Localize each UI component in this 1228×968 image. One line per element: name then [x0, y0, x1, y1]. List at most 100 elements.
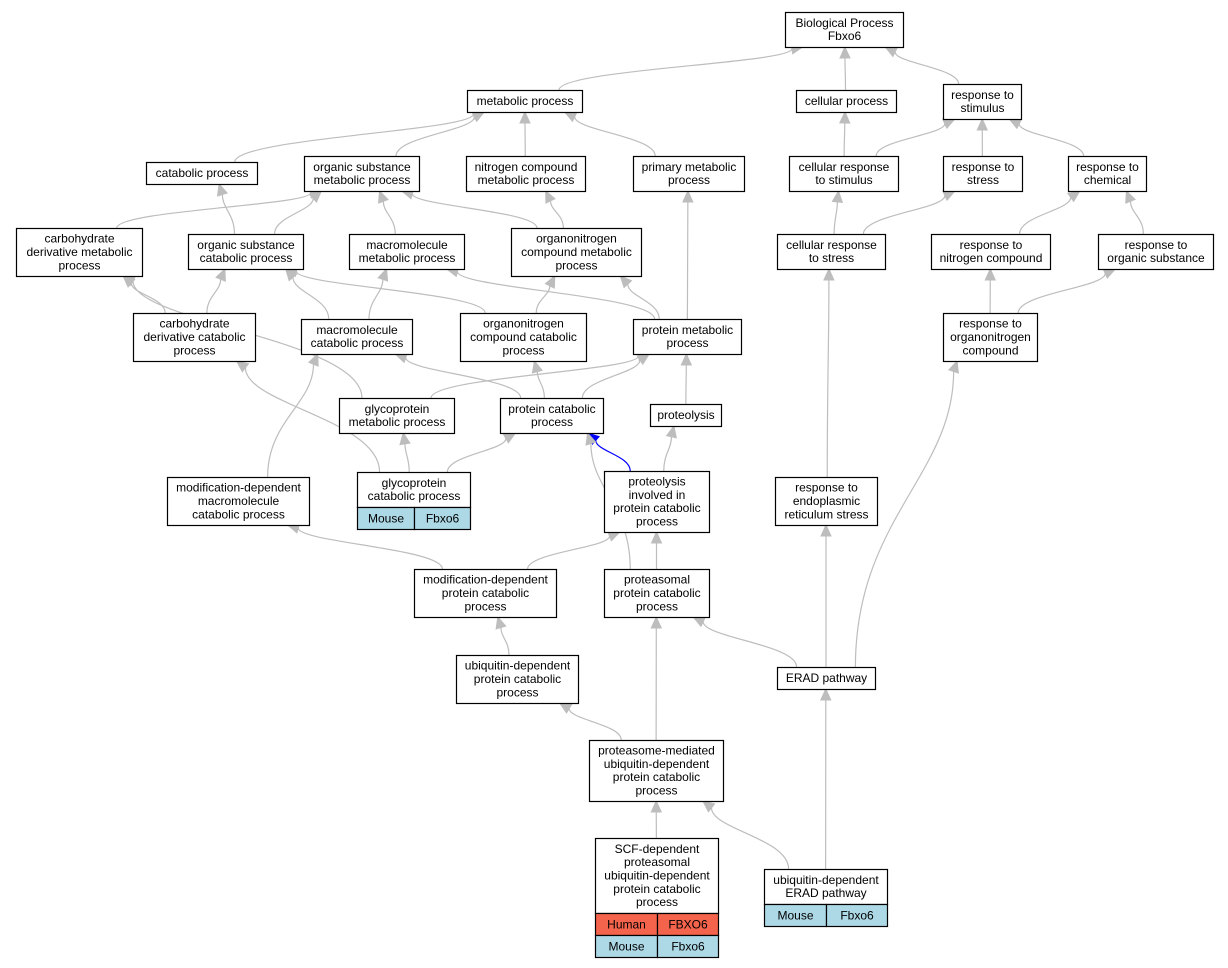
term-label-line: process — [636, 514, 678, 528]
term-box — [1067, 155, 1148, 193]
term-box — [459, 312, 588, 363]
term-box — [348, 233, 466, 271]
term-box — [784, 11, 905, 49]
term-label-line: organonitrogen — [483, 317, 564, 331]
term-label-line: Fbxo6 — [828, 29, 862, 43]
term-box — [774, 476, 879, 527]
gene-cell — [413, 506, 472, 531]
term-label-line: proteolysis — [657, 408, 714, 422]
term-box — [788, 155, 900, 193]
term-label-line: macromolecule — [366, 238, 448, 252]
go-term-scf_dep[interactable]: SCF-dependentproteasomalubiquitin-depend… — [594, 837, 720, 959]
term-box — [15, 227, 144, 278]
term-label-line: glycoprotein — [365, 402, 430, 416]
term-label-line: metabolic process — [349, 415, 446, 429]
term-label-line: catabolic process — [156, 166, 249, 180]
gene-cell — [825, 903, 889, 928]
term-box — [795, 89, 898, 114]
edge-resp_er_stress-to-cell_resp_stress — [823, 267, 835, 478]
term-box — [942, 312, 1039, 363]
edge-ubq_dep_erad-to-erad — [820, 687, 832, 870]
go-term-proteolysis[interactable]: proteolysis — [649, 403, 723, 428]
term-box — [632, 155, 746, 193]
term-label-line: protein catabolic — [508, 402, 595, 416]
term-label-line: protein catabolic — [442, 586, 529, 600]
edge-orgnitro_met-to-nitro_met — [545, 189, 564, 229]
term-label-line: primary metabolic — [642, 160, 737, 174]
edge-resp_stim-to-bp — [884, 46, 960, 85]
term-label-line: proteasomal — [624, 855, 690, 869]
go-term-catabolic[interactable]: catabolic process — [145, 161, 259, 186]
term-label-line: organonitrogen — [536, 232, 617, 246]
edge-cell_resp_stim-to-resp_stim — [875, 118, 956, 157]
term-box — [300, 318, 414, 356]
term-label-line: glycoprotein — [382, 476, 447, 490]
term-label-line: to stimulus — [815, 173, 872, 187]
go-term-mod_dep_macro[interactable]: modification-dependentmacromoleculecatab… — [166, 476, 311, 527]
gene-label: FBXO6 — [668, 918, 708, 932]
term-label-line: nitrogen compound — [940, 251, 1043, 265]
term-box — [942, 83, 1023, 121]
term-label-line: protein catabolic — [613, 882, 700, 896]
edge-macro_cat-to-macro_met — [368, 267, 389, 320]
term-label-line: process — [666, 336, 708, 350]
term-label-line: macromolecule — [198, 494, 280, 508]
term-label-line: organic substance — [197, 238, 295, 252]
edge-proteolysis_inv-to-proteolysis — [663, 424, 678, 472]
term-label-line: response to — [1076, 160, 1139, 174]
go-term-prot_med_ubq[interactable]: proteasome-mediatedubiquitin-dependentpr… — [588, 739, 725, 803]
term-box — [413, 568, 558, 619]
go-term-erad[interactable]: ERAD pathway — [776, 666, 877, 691]
edge-erad-to-proteasomal — [692, 616, 798, 668]
term-label-line: protein catabolic — [613, 770, 700, 784]
term-label-line: chemical — [1084, 173, 1131, 187]
term-box — [594, 837, 720, 915]
term-label-line: cellular process — [805, 94, 888, 108]
term-label-line: derivative catabolic — [143, 330, 245, 344]
edge-glycoprot_cat-to-glycoprot_met — [399, 431, 411, 473]
species-label: Human — [607, 918, 646, 932]
term-label-line: process — [531, 415, 573, 429]
edge-org_sub_cat-to-catabolic — [216, 182, 236, 235]
term-label-line: ubiquitin-dependent — [773, 873, 879, 887]
go-term-metabolic[interactable]: metabolic process — [466, 89, 584, 114]
edge-resp_org_sub-to-resp_chem — [1125, 189, 1144, 235]
term-label-line: proteasomal — [624, 573, 690, 587]
edge-ubq_dep_prot-to-mod_dep_prot — [495, 615, 510, 656]
term-box — [776, 233, 887, 271]
term-label-line: ERAD pathway — [785, 886, 866, 900]
term-box — [603, 470, 711, 534]
go-term-cellular[interactable]: cellular process — [795, 89, 898, 114]
term-label-line: metabolic process — [478, 173, 575, 187]
term-label-line: process — [502, 343, 544, 357]
